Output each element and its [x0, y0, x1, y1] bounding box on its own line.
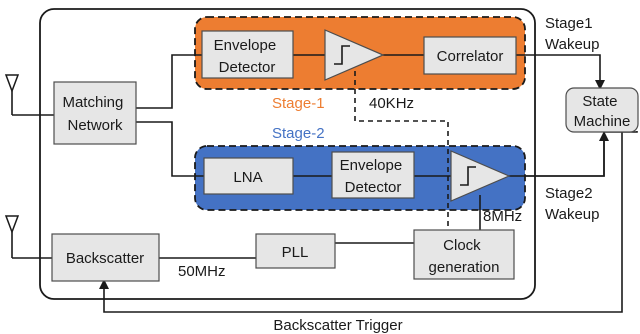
wire-comp2-to-state-machine: [509, 131, 638, 177]
matching-network-label-2: Network: [67, 117, 123, 134]
svg-text:State Machine: State Machine: [574, 93, 631, 130]
pll-label: PLL: [282, 244, 309, 261]
comparator-stage1-icon: [324, 29, 385, 81]
clock-generation-box: [413, 229, 515, 280]
clock-generation-label-2: generation: [429, 259, 500, 276]
lna-box: [203, 157, 294, 195]
svg-text:Clock generation: Clock generation: [429, 237, 500, 276]
matching-network-box: [53, 81, 137, 145]
envelope-detector-2-box: [331, 151, 415, 199]
envelope-detector-1-box: [201, 30, 294, 79]
state-machine-label-2: Machine: [574, 113, 631, 130]
antenna-top-icon: [4, 74, 20, 115]
correlator-label: Correlator: [437, 48, 504, 65]
wire-state-machine-to-backscatter-trigger: [99, 132, 623, 313]
state-machine-box: [565, 87, 639, 133]
stage1-wakeup-label-1: Stage1: [545, 15, 593, 32]
svg-text:Matching Network: Matching Network: [62, 94, 127, 134]
wire-matching-to-stage1: [136, 54, 202, 109]
antenna-bottom-icon: [4, 215, 20, 258]
matching-network-label-1: Matching: [62, 94, 123, 111]
clock-generation-label-1: Clock: [443, 237, 481, 254]
backscatter-box: [51, 233, 160, 282]
envelope-detector-2-label-2: Detector: [345, 179, 402, 196]
lna-label: LNA: [233, 169, 262, 186]
svg-text:Stage1 Wakeup: Stage1 Wakeup: [545, 15, 599, 53]
freq-40khz-label: 40KHz: [369, 95, 414, 112]
wire-stage2-wakeup-arrow: [524, 131, 609, 177]
freq-50mhz-label: 50MHz: [178, 263, 226, 280]
envelope-detector-2-label-1: Envelope: [340, 157, 403, 174]
stage2-wakeup-label-2: Wakeup: [545, 206, 599, 223]
state-machine-label-1: State: [582, 93, 617, 110]
svg-text:Envelope Detector: Envelope Detector: [340, 157, 407, 196]
pll-box: [255, 233, 336, 269]
svg-text:Envelope Detector: Envelope Detector: [214, 37, 281, 76]
wire-matching-to-stage2: [136, 121, 204, 177]
comparator-stage2-icon: [450, 150, 511, 202]
stage1-wakeup-label-2: Wakeup: [545, 36, 599, 53]
stage2-label: Stage-2: [272, 125, 325, 142]
backscatter-trigger-label: Backscatter Trigger: [273, 317, 402, 334]
envelope-detector-1-label-2: Detector: [219, 59, 276, 76]
stage1-label: Stage-1: [272, 95, 325, 112]
correlator-box: [423, 36, 517, 75]
freq-8mhz-label: 8MHz: [483, 208, 522, 225]
stage2-wakeup-label-1: Stage2: [545, 185, 593, 202]
backscatter-label: Backscatter: [66, 250, 144, 267]
envelope-detector-1-label-1: Envelope: [214, 37, 277, 54]
wire-correlator-to-state-machine: [516, 54, 605, 90]
svg-text:Stage2 Wakeup: Stage2 Wakeup: [545, 185, 599, 223]
chip-boundary: [39, 8, 536, 300]
